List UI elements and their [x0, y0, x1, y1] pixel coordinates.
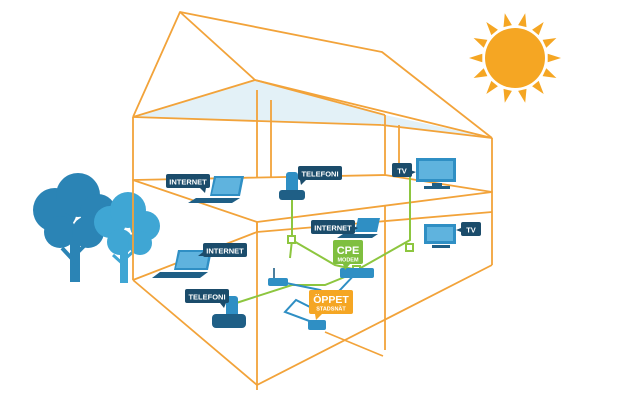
label-internet-lower: INTERNET — [198, 243, 247, 257]
label-telefoni-lower: TELEFONI — [185, 289, 229, 308]
label-telefoni-upper: TELEFONI — [298, 166, 342, 185]
label-tv-upper-text: TV — [397, 167, 407, 176]
label-tv-upper: TV — [392, 163, 416, 177]
sun-ray — [542, 38, 557, 48]
label-telefoni-lower-text: TELEFONI — [188, 293, 225, 302]
fiber-icon — [308, 320, 326, 330]
sun-ray — [547, 53, 561, 63]
label-cpe-modem: CPE MODEM — [333, 240, 363, 270]
router-icon — [268, 268, 288, 286]
house-outline — [132, 11, 493, 390]
label-stadsnat-text: STADSNÄT — [316, 306, 346, 313]
sun-ray — [503, 88, 512, 103]
sun-ray — [469, 53, 483, 63]
sun-ray — [473, 68, 488, 78]
label-internet-upper-text: INTERNET — [169, 178, 207, 187]
label-oppet-stadsnat: ÖPPET STADSNÄT — [309, 290, 353, 320]
label-internet-upper: INTERNET — [166, 174, 210, 193]
sun-icon — [469, 13, 561, 103]
sun-ray — [532, 22, 544, 36]
cpe-modem-device — [340, 268, 374, 278]
sun-ray — [518, 88, 527, 103]
label-telefoni-upper-text: TELEFONI — [301, 170, 338, 179]
label-internet-middle-text: INTERNET — [314, 224, 352, 233]
label-modem-text: MODEM — [337, 258, 359, 264]
label-tv-middle: TV — [456, 222, 481, 236]
sun-ray — [518, 13, 527, 28]
laptop-icon-middle — [337, 218, 380, 238]
label-tv-middle-text: TV — [466, 226, 476, 235]
phone-icon-lower — [212, 296, 246, 328]
tree-icon-right — [94, 192, 160, 283]
label-oppet-text: ÖPPET — [313, 293, 349, 306]
phone-icon-upper — [279, 172, 305, 200]
laptop-icon-upper — [188, 176, 244, 203]
sun-ray — [542, 68, 557, 78]
tv-icon-upper — [416, 158, 456, 189]
label-internet-lower-text: INTERNET — [206, 247, 244, 256]
sun-ray — [486, 22, 498, 36]
label-cpe-text: CPE — [337, 245, 360, 257]
tv-icon-middle — [424, 224, 456, 248]
label-internet-middle: INTERNET — [311, 220, 358, 234]
sun-ray — [532, 80, 544, 94]
fiber-entry-arrow — [324, 331, 384, 357]
sun-ray — [473, 38, 488, 48]
sun-ray — [486, 80, 498, 94]
sun-ray — [503, 13, 512, 28]
